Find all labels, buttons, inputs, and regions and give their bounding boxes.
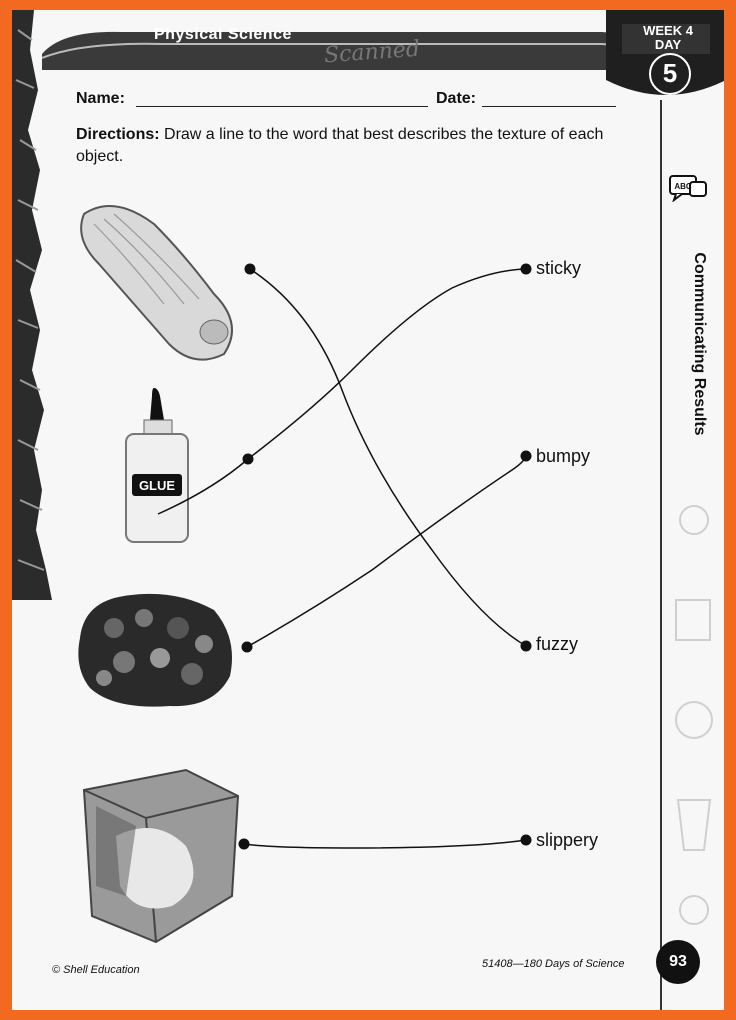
date-field[interactable]: [482, 106, 616, 107]
week-day-badge: [606, 10, 724, 95]
week-day-label: WEEK 4 DAY: [624, 24, 712, 52]
page-number: 93: [656, 940, 700, 984]
side-divider: [660, 100, 662, 1010]
dot-rock[interactable]: [241, 641, 253, 653]
footer-copyright: © Shell Education: [52, 964, 140, 976]
word-fuzzy: fuzzy: [536, 634, 579, 654]
day-label: DAY: [654, 37, 682, 52]
name-label: Name:: [76, 90, 125, 107]
directions-body: Draw a line to the word that best descri…: [76, 126, 604, 165]
dot-slippery[interactable]: [520, 834, 532, 846]
speech-bubble-icon: ABC: [669, 175, 707, 202]
word-bumpy: bumpy: [536, 446, 591, 466]
week-label: WEEK 4: [643, 23, 693, 38]
glue-bottle-image: GLUE: [125, 388, 189, 543]
dot-fuzzy[interactable]: [520, 640, 532, 652]
word-sticky: sticky: [536, 258, 581, 278]
dot-glue[interactable]: [242, 453, 254, 465]
name-field[interactable]: [136, 106, 428, 107]
word-slippery: slippery: [536, 830, 599, 850]
dot-sock[interactable]: [244, 263, 256, 275]
dot-sticky[interactable]: [520, 263, 532, 275]
subject-title: Physical Science: [154, 26, 292, 43]
ice-cube-image: [82, 768, 240, 944]
directions-text: Directions: Draw a line to the word that…: [76, 124, 636, 168]
dot-bumpy[interactable]: [520, 450, 532, 462]
speech-bubble-icon-text: ABC: [674, 182, 692, 191]
footer-book-title: 51408—180 Days of Science: [482, 958, 625, 970]
day-number: 5: [662, 58, 678, 88]
side-section-title: Communicating Results: [691, 252, 708, 436]
rock-image: [78, 593, 232, 707]
torn-edge-decoration: [12, 10, 52, 600]
background-doodles: [675, 505, 713, 925]
date-label: Date:: [436, 90, 477, 107]
sock-image: [80, 205, 233, 361]
glue-label: GLUE: [139, 478, 175, 493]
worksheet-page: Physical Science Scanned WEEK 4 DAY 5 Na…: [12, 10, 724, 1010]
directions-lead: Directions:: [76, 126, 160, 143]
